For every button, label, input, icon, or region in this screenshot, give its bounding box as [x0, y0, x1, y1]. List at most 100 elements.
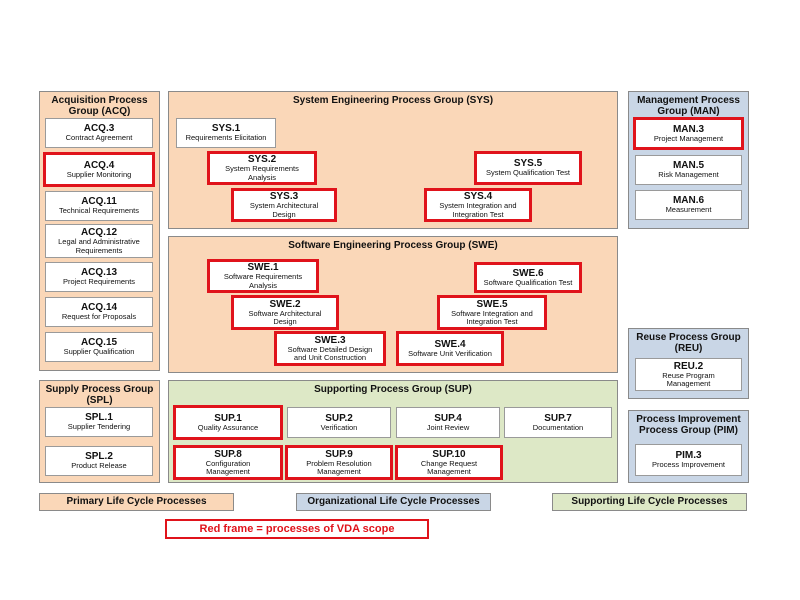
- process-name: Problem Resolution Management: [306, 458, 372, 476]
- group-title-sys: System Engineering Process Group (SYS): [292, 95, 494, 106]
- process-id: ACQ.11: [81, 196, 117, 208]
- process-name: Legal and Administrative Requirements: [58, 237, 140, 255]
- process-id: SWE.5: [476, 298, 508, 310]
- process-swe2[interactable]: SWE.2 Software Architectural Design: [231, 295, 339, 330]
- group-title-reu: Reuse Process Group (REU): [636, 332, 741, 354]
- process-sup7[interactable]: SUP.7 Documentation: [504, 407, 612, 438]
- process-sup8[interactable]: SUP.8 Configuration Management: [173, 445, 283, 480]
- process-name: Requirements Elicitation: [185, 133, 267, 143]
- process-id: PIM.3: [675, 450, 702, 462]
- process-sys5[interactable]: SYS.5 System Qualification Test: [474, 151, 582, 185]
- process-acq14[interactable]: ACQ.14 Request for Proposals: [45, 297, 153, 327]
- process-id: SWE.2: [269, 298, 301, 310]
- process-name: Contract Agreement: [65, 133, 133, 143]
- process-id: SYS.3: [269, 191, 299, 202]
- process-sup9[interactable]: SUP.9 Problem Resolution Management: [285, 445, 393, 480]
- process-name: System Requirements Analysis: [225, 164, 299, 182]
- process-id: MAN.3: [672, 123, 705, 135]
- process-swe6[interactable]: SWE.6 Software Qualification Test: [474, 262, 582, 293]
- process-id: SWE.6: [512, 267, 544, 279]
- process-name: Reuse Program Management: [662, 370, 715, 388]
- process-sys1[interactable]: SYS.1 Requirements Elicitation: [176, 118, 276, 148]
- process-name: Software Detailed Design and Unit Constr…: [287, 344, 373, 362]
- process-id: ACQ.4: [83, 159, 115, 171]
- process-name: Software Qualification Test: [483, 277, 573, 287]
- process-id: SYS.1: [211, 123, 241, 135]
- process-name: Joint Review: [426, 422, 470, 432]
- process-spl1[interactable]: SPL.1 Supplier Tendering: [45, 407, 153, 437]
- process-spl2[interactable]: SPL.2 Product Release: [45, 446, 153, 476]
- process-id: SYS.5: [513, 158, 543, 170]
- process-id: SUP.9: [325, 448, 353, 460]
- process-sup2[interactable]: SUP.2 Verification: [287, 407, 391, 438]
- process-id: SUP.2: [325, 412, 353, 424]
- process-name: Documentation: [532, 422, 584, 432]
- process-id: SWE.1: [247, 262, 279, 273]
- process-sys3[interactable]: SYS.3 System Architectural Design: [231, 188, 337, 222]
- process-id: ACQ.14: [80, 302, 118, 314]
- process-swe1[interactable]: SWE.1 Software Requirements Analysis: [207, 259, 319, 293]
- process-name: System Qualification Test: [485, 168, 571, 178]
- process-acq3[interactable]: ACQ.3 Contract Agreement: [45, 118, 153, 148]
- process-acq12[interactable]: ACQ.12 Legal and Administrative Requirem…: [45, 224, 153, 258]
- legend-primary: Primary Life Cycle Processes: [39, 493, 234, 511]
- process-sup10[interactable]: SUP.10 Change Request Management: [395, 445, 503, 480]
- process-name: Product Release: [71, 461, 127, 471]
- process-id: SWE.4: [434, 338, 466, 350]
- process-name: Supplier Qualification: [63, 347, 135, 357]
- process-id: SWE.3: [314, 334, 346, 346]
- legend-organizational: Organizational Life Cycle Processes: [296, 493, 491, 511]
- process-id: REU.2: [673, 360, 704, 372]
- process-sup1[interactable]: SUP.1 Quality Assurance: [173, 405, 283, 440]
- process-name: Request for Proposals: [61, 312, 137, 322]
- process-man5[interactable]: MAN.5 Risk Management: [635, 155, 742, 185]
- process-name: Supplier Tendering: [67, 422, 131, 432]
- process-name: Technical Requirements: [58, 206, 140, 216]
- group-title-pim: Process Improvement Process Group (PIM): [636, 414, 741, 436]
- group-title-spl: Supply Process Group (SPL): [45, 384, 154, 406]
- process-id: SUP.10: [432, 448, 466, 460]
- process-sys4[interactable]: SYS.4 System Integration and Integration…: [424, 188, 532, 222]
- process-id: ACQ.13: [80, 267, 118, 279]
- process-name: Change Request Management: [420, 458, 478, 476]
- process-reu2[interactable]: REU.2 Reuse Program Management: [635, 358, 742, 391]
- process-name: Project Requirements: [62, 277, 136, 287]
- process-acq15[interactable]: ACQ.15 Supplier Qualification: [45, 332, 153, 362]
- process-name: Software Integration and Integration Tes…: [451, 308, 533, 326]
- process-id: MAN.6: [672, 195, 705, 207]
- process-id: ACQ.3: [83, 123, 115, 135]
- process-id: MAN.5: [672, 160, 705, 172]
- process-name: Software Requirements Analysis: [223, 272, 303, 290]
- process-id: SUP.1: [214, 412, 242, 424]
- process-sys2[interactable]: SYS.2 System Requirements Analysis: [207, 151, 317, 185]
- process-name: System Architectural Design: [249, 201, 319, 219]
- process-name: Process Improvement: [652, 460, 725, 470]
- process-id: SUP.7: [544, 412, 572, 424]
- process-id: SPL.2: [85, 451, 113, 463]
- process-sup4[interactable]: SUP.4 Joint Review: [396, 407, 500, 438]
- process-id: SYS.4: [463, 191, 493, 202]
- vda-scope-note: Red frame = processes of VDA scope: [165, 519, 429, 539]
- process-acq13[interactable]: ACQ.13 Project Requirements: [45, 262, 153, 292]
- group-title-sup: Supporting Process Group (SUP): [314, 384, 472, 395]
- legend-supporting: Supporting Life Cycle Processes: [552, 493, 747, 511]
- process-man3[interactable]: MAN.3 Project Management: [633, 117, 744, 150]
- process-swe3[interactable]: SWE.3 Software Detailed Design and Unit …: [274, 331, 386, 366]
- process-name: Software Architectural Design: [248, 308, 322, 326]
- process-id: SUP.4: [434, 412, 462, 424]
- process-acq11[interactable]: ACQ.11 Technical Requirements: [45, 191, 153, 221]
- process-name: Risk Management: [658, 170, 719, 180]
- process-pim3[interactable]: PIM.3 Process Improvement: [635, 444, 742, 476]
- process-name: Measurement: [665, 205, 712, 215]
- process-id: ACQ.15: [80, 337, 118, 349]
- process-name: Project Management: [653, 133, 724, 143]
- process-man6[interactable]: MAN.6 Measurement: [635, 190, 742, 220]
- process-name: Quality Assurance: [197, 422, 259, 432]
- process-name: Configuration Management: [205, 458, 251, 476]
- group-title-swe: Software Engineering Process Group (SWE): [288, 240, 498, 251]
- process-name: System Integration and Integration Test: [439, 201, 517, 219]
- group-title-man: Management Process Group (MAN): [637, 95, 740, 117]
- process-swe5[interactable]: SWE.5 Software Integration and Integrati…: [437, 295, 547, 330]
- process-acq4[interactable]: ACQ.4 Supplier Monitoring: [43, 152, 155, 187]
- process-swe4[interactable]: SWE.4 Software Unit Verification: [396, 331, 504, 366]
